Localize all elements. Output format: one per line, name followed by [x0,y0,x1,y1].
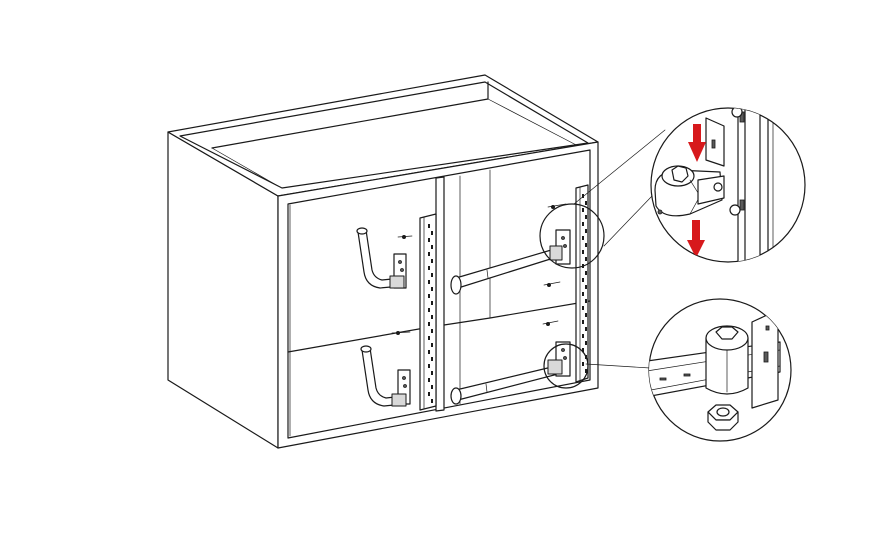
cabinet-center-divider [435,176,445,412]
rail-slot [428,336,430,340]
leader-line-lower [585,363,651,369]
rail-slot [431,357,433,361]
rail-slot [582,194,584,198]
leader-line-upper-2 [573,129,666,205]
rail-right [575,184,589,383]
rail-slot [431,259,433,263]
screws-right [542,203,567,326]
rail-slot [582,348,584,352]
rail-slot [585,369,587,373]
mounting-rails [419,184,589,411]
rail-slot [428,252,430,256]
rail-slot [428,294,430,298]
rail-slot [428,308,430,312]
rail-slot [582,222,584,226]
rail-slot [582,292,584,296]
rail-slot [582,362,584,366]
rail-slot [582,250,584,254]
arm-lower-right [450,341,571,405]
rail-slot [428,364,430,368]
rail-slot [582,334,584,338]
rail-slot [582,320,584,324]
detail-view-adjuster [648,298,792,442]
rail-slot [428,392,430,396]
bracket-upper-left [356,227,407,289]
rail-slot [431,343,433,347]
rail-slot [585,243,587,247]
rail-slot [431,315,433,319]
cabinet [167,74,599,449]
rail-slot [582,208,584,212]
rail-slot [431,245,433,249]
arrow-down-upper [688,124,706,162]
arrow-down-lower [687,220,705,258]
rail-slot [431,273,433,277]
rail-slot [428,280,430,284]
rail-slot [585,313,587,317]
rail-slot [585,299,587,303]
rail-slot [428,224,430,228]
rail-slot [585,285,587,289]
rail-slot [428,322,430,326]
cabinet-shelf [287,325,437,353]
arm-upper-right [450,229,571,295]
rail-slot [585,257,587,261]
rail-slot [585,327,587,331]
rail-slot [428,266,430,270]
rail-slot [582,306,584,310]
callout-marker-lower [543,343,589,389]
screws-left [391,235,413,335]
rail-slot [585,229,587,233]
rail-slot [428,378,430,382]
rail-slot [585,215,587,219]
rail-slot [431,385,433,389]
callout-marker-upper [539,203,605,269]
rail-slot [585,341,587,345]
rail-slot [582,278,584,282]
leader-line-upper [603,195,653,247]
rail-slot [431,231,433,235]
rail-slot [428,238,430,242]
rail-slot [582,236,584,240]
rail-slot [431,329,433,333]
rail-slot [585,271,587,275]
rail-slot [431,399,433,403]
detail-view-hook [650,107,806,263]
rail-slot [585,201,587,205]
rail-slot [428,350,430,354]
rail-slot [431,371,433,375]
rail-slot [431,287,433,291]
bracket-lower-left [360,345,411,407]
rail-slot [431,301,433,305]
